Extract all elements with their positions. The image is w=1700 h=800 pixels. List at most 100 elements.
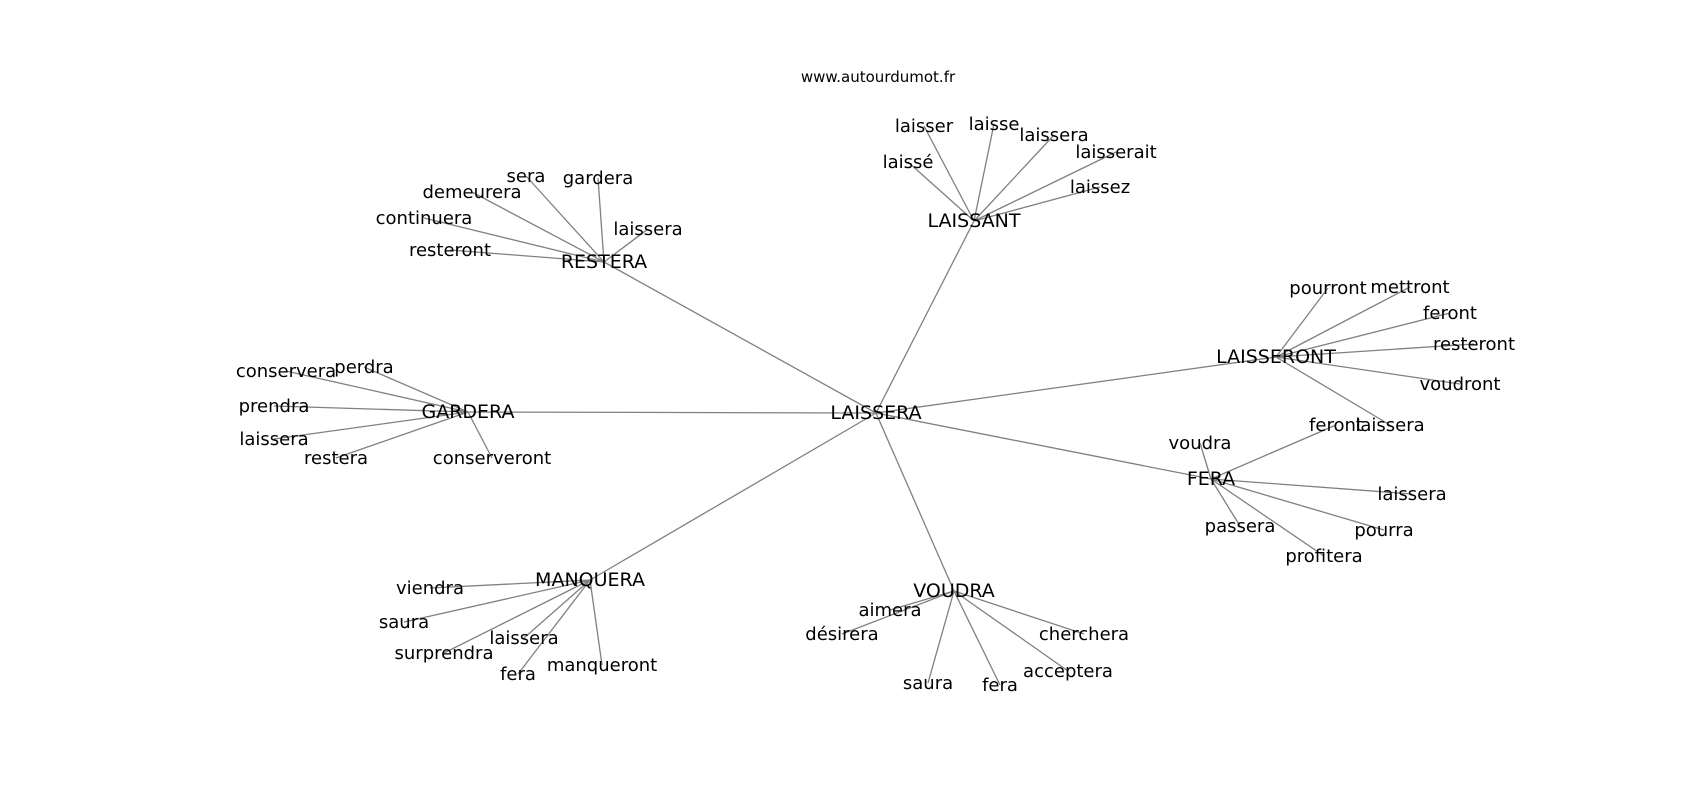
leaf-node: fera <box>982 675 1018 696</box>
edge-hub-leaf <box>973 134 1055 222</box>
leaf-node: demeurera <box>422 182 521 203</box>
edge-hub-leaf <box>589 579 603 666</box>
leaf-node: perdra <box>334 357 393 378</box>
edge-hub-leaf <box>1275 312 1451 358</box>
leaf-node: conserveront <box>433 448 551 469</box>
site-credit: www.autourdumot.fr <box>801 68 956 86</box>
leaf-node: profitera <box>1285 546 1362 567</box>
edge-hub-leaf <box>523 579 591 639</box>
edge-hub-leaf <box>273 405 469 413</box>
edge-hub-leaf <box>603 228 649 263</box>
leaf-node: cherchera <box>1039 624 1129 645</box>
edge-hub-leaf <box>1210 424 1337 480</box>
leaf-node: resteront <box>1433 334 1515 355</box>
edge-hub-leaf <box>889 590 955 611</box>
leaf-node: laissera <box>1355 415 1424 436</box>
edge-hub-leaf <box>973 186 1101 222</box>
leaf-node: laissez <box>1070 177 1130 198</box>
leaf-node: laissera <box>1377 484 1446 505</box>
edge-center-hub <box>875 220 975 414</box>
edge-center-hub <box>467 411 877 414</box>
leaf-node: passera <box>1205 516 1276 537</box>
edge-hub-leaf <box>335 411 469 459</box>
leaf-node: aimera <box>858 600 921 621</box>
edge-hub-leaf <box>449 249 605 263</box>
edge-center-hub <box>875 412 955 592</box>
leaf-node: laissera <box>613 219 682 240</box>
edge-hub-leaf <box>1210 478 1385 531</box>
edge-hub-leaf <box>525 175 605 263</box>
edge-center-hub <box>875 412 1212 480</box>
edge-hub-leaf <box>1275 343 1475 358</box>
edge-center-hub <box>603 261 877 414</box>
hub-node: VOUDRA <box>913 580 995 602</box>
edge-hub-leaf <box>1210 478 1241 527</box>
edge-hub-leaf <box>273 411 469 440</box>
edge-hub-leaf <box>927 590 955 684</box>
edge-hub-leaf <box>471 191 605 263</box>
leaf-node: feront <box>1309 415 1363 436</box>
edge-hub-leaf <box>403 579 591 623</box>
hub-node: LAISSANT <box>928 210 1021 232</box>
edge-hub-leaf <box>1199 442 1212 480</box>
leaf-node: conservera <box>236 361 336 382</box>
hub-node: LAISSERONT <box>1216 346 1336 368</box>
leaf-node: laissera <box>239 429 308 450</box>
edge-hub-leaf <box>953 590 1085 635</box>
leaf-node: sera <box>507 166 546 187</box>
leaf-node: pourront <box>1289 278 1366 299</box>
leaf-node: laissé <box>883 152 934 173</box>
hub-node: FERA <box>1187 468 1235 490</box>
edge-hub-leaf <box>841 590 955 635</box>
edge-hub-leaf <box>1275 356 1461 385</box>
leaf-node: saura <box>903 673 953 694</box>
leaf-node: laisserait <box>1075 142 1156 163</box>
leaf-node: continuera <box>376 208 473 229</box>
edge-hub-leaf <box>953 590 1069 672</box>
leaf-node: acceptera <box>1023 661 1113 682</box>
edge-hub-leaf <box>1275 287 1329 358</box>
edge-hub-leaf <box>597 177 605 263</box>
hub-node: GARDERA <box>422 401 515 423</box>
leaf-node: gardera <box>563 168 633 189</box>
leaf-node: restera <box>304 448 368 469</box>
graph-edges <box>273 123 1475 686</box>
leaf-node: mettront <box>1370 277 1449 298</box>
edge-center-hub <box>875 356 1277 414</box>
leaf-node: laissera <box>1019 125 1088 146</box>
leaf-node: resteront <box>409 240 491 261</box>
edge-hub-leaf <box>1275 286 1411 358</box>
edge-hub-leaf <box>443 579 591 654</box>
edge-hub-leaf <box>973 151 1117 222</box>
edge-hub-leaf <box>363 366 469 413</box>
edge-hub-leaf <box>423 217 605 263</box>
leaf-node: laissera <box>489 628 558 649</box>
edge-hub-leaf <box>1210 478 1325 557</box>
leaf-node: prendra <box>239 396 310 417</box>
edge-hub-leaf <box>907 161 975 222</box>
leaf-node: désirera <box>805 624 878 645</box>
leaf-node: feront <box>1423 303 1477 324</box>
edge-hub-leaf <box>1210 478 1413 495</box>
leaf-node: laisser <box>895 116 954 137</box>
hub-node: MANQUERA <box>535 569 645 591</box>
leaf-node: voudront <box>1420 374 1501 395</box>
edge-hub-leaf <box>953 590 1001 686</box>
leaf-node: manqueront <box>547 655 657 676</box>
edge-center-hub <box>589 412 877 581</box>
hub-node: RESTERA <box>561 251 647 273</box>
leaf-node: voudra <box>1169 433 1232 454</box>
leaf-node: viendra <box>396 578 464 599</box>
edge-hub-leaf <box>285 370 469 413</box>
leaf-node: fera <box>500 664 536 685</box>
leaf-node: surprendra <box>395 643 494 664</box>
edge-hub-leaf <box>429 579 591 589</box>
leaf-node: saura <box>379 612 429 633</box>
leaf-node: pourra <box>1354 520 1413 541</box>
edge-hub-leaf <box>1275 356 1391 426</box>
edge-hub-leaf <box>467 411 493 459</box>
leaf-node: laisse <box>969 114 1020 135</box>
edge-hub-leaf <box>517 579 591 675</box>
